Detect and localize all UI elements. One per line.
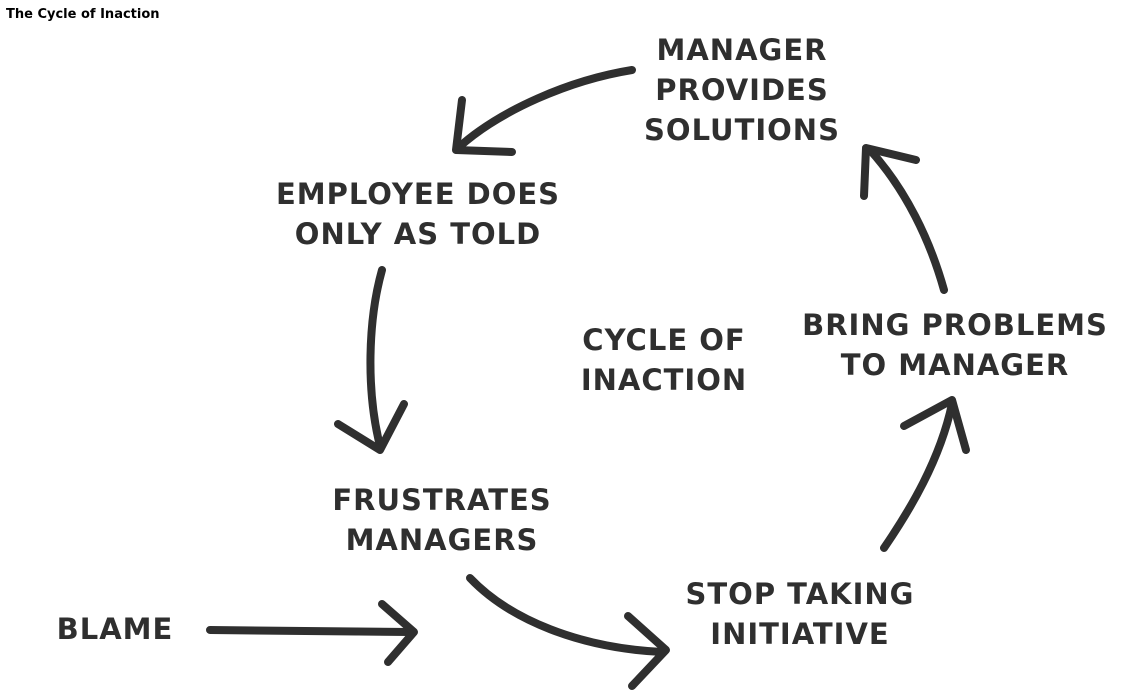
node-line: FRUSTRATES	[332, 483, 552, 517]
arrowhead-manager-to-employee	[452, 96, 516, 156]
node-line: TO MANAGER	[840, 348, 1070, 382]
arrow-frustrates-to-stop	[466, 574, 666, 656]
node-line: EMPLOYEE DOES	[275, 177, 561, 211]
node-line: MANAGERS	[345, 523, 539, 557]
node-line: PROVIDES	[655, 73, 829, 107]
node-line: ONLY AS TOLD	[294, 217, 542, 251]
arrowhead-frustrates-to-stop	[624, 612, 670, 690]
arrowhead-stop-to-bring	[900, 396, 970, 454]
node-line: BRING PROBLEMS	[802, 308, 1108, 342]
arrowhead-bring-to-manager	[860, 144, 920, 200]
node-line: SOLUTIONS	[644, 113, 840, 147]
node-frustrates-managers: FRUSTRATES MANAGERS	[332, 480, 551, 560]
node-employee-does-only-as-told: EMPLOYEE DOES ONLY AS TOLD	[276, 174, 560, 254]
node-manager-provides-solutions: MANAGER PROVIDES SOLUTIONS	[644, 30, 840, 150]
arrowhead-employee-to-frustrates	[334, 400, 408, 454]
node-line: INITIATIVE	[710, 617, 890, 651]
arrow-manager-to-employee	[454, 66, 636, 152]
arrow-bring-to-manager	[866, 146, 948, 294]
node-blame: BLAME	[57, 609, 174, 649]
node-line: STOP TAKING	[685, 577, 915, 611]
node-stop-taking-initiative: STOP TAKING INITIATIVE	[686, 574, 915, 654]
arrow-blame-to-cycle	[206, 626, 414, 636]
page-title: The Cycle of Inaction	[6, 7, 160, 22]
node-cycle-of-inaction: CYCLE OF INACTION	[581, 320, 747, 400]
node-line: BLAME	[56, 612, 174, 646]
node-line: CYCLE OF	[582, 323, 746, 357]
arrow-employee-to-frustrates	[366, 266, 386, 450]
arrow-stop-to-bring	[880, 400, 956, 552]
node-line: MANAGER	[656, 33, 828, 67]
node-line: INACTION	[580, 363, 748, 397]
node-bring-problems-to-manager: BRING PROBLEMS TO MANAGER	[802, 305, 1108, 385]
arrowhead-blame-to-cycle	[378, 600, 418, 666]
